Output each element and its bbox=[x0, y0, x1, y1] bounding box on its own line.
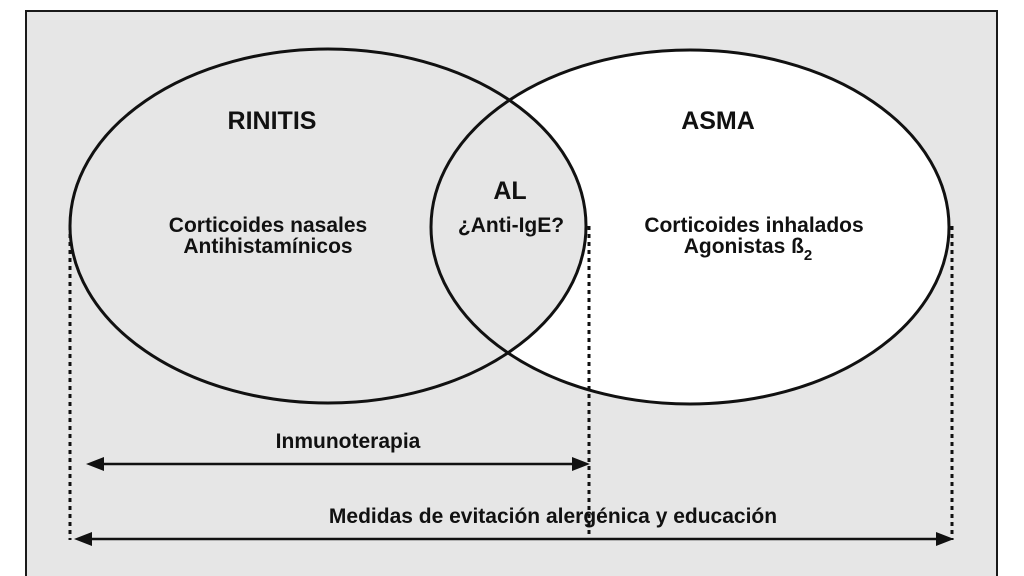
rinitis-treatment-2: Antihistamínicos bbox=[183, 235, 352, 258]
inmunoterapia-arrowhead-left bbox=[86, 457, 104, 471]
asma-treatment-2: Agonistas ß2 bbox=[684, 235, 813, 264]
inmunoterapia-arrowhead-right bbox=[572, 457, 590, 471]
medidas-arrowhead-left bbox=[74, 532, 92, 546]
asma-treatment-2-text: Agonistas ß bbox=[684, 235, 804, 258]
overlap-title: AL bbox=[493, 177, 526, 205]
rinitis-treatment-1: Corticoides nasales bbox=[169, 214, 367, 237]
asma-treatment-1: Corticoides inhalados bbox=[644, 214, 863, 237]
medidas-arrowhead-right bbox=[936, 532, 954, 546]
medidas-label: Medidas de evitación alergénica y educac… bbox=[329, 505, 777, 528]
overlap-treatment: ¿Anti-IgE? bbox=[458, 214, 564, 237]
asma-circle bbox=[429, 48, 951, 406]
inmunoterapia-label: Inmunoterapia bbox=[276, 430, 421, 453]
asma-circle-fill bbox=[431, 50, 949, 404]
asma-title: ASMA bbox=[681, 107, 755, 135]
rinitis-title: RINITIS bbox=[228, 107, 317, 135]
asma-treatment-2-subscript: 2 bbox=[804, 247, 812, 264]
